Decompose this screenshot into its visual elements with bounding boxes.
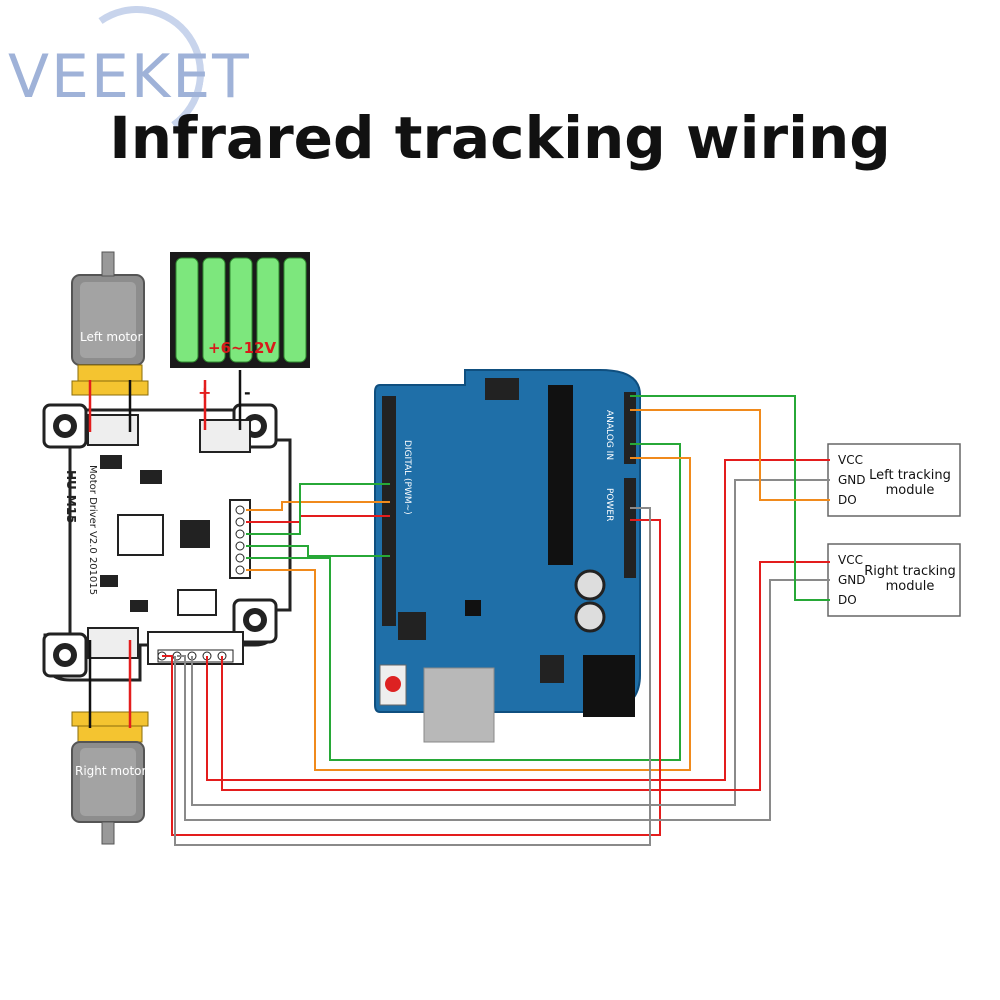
right-tracking-module <box>827 543 961 617</box>
left-module-pin-do: DO <box>838 493 857 507</box>
battery-pack <box>170 252 310 368</box>
left-module-label: Left tracking module <box>865 468 955 498</box>
right-module-pin-do: DO <box>838 593 857 607</box>
right-module-label-line2: module <box>885 579 935 594</box>
right-motor-label: Right motor <box>75 764 147 778</box>
right-motor <box>71 711 149 845</box>
motor-wires <box>88 370 242 728</box>
arduino-power-label: POWER <box>604 488 614 522</box>
left-motor <box>71 251 149 396</box>
arduino-digital-label: DIGITAL (PWM~) <box>402 440 412 515</box>
page-title: Infrared tracking wiring <box>109 104 891 172</box>
right-module-pin-vcc: VCC <box>838 553 863 567</box>
battery-plus-label: + <box>198 383 212 402</box>
battery-minus-label: - <box>244 383 251 402</box>
driver-model-label: HU-M15 <box>64 470 78 524</box>
battery-voltage-label: +6~12V <box>208 339 277 357</box>
left-tracking-module <box>827 443 961 517</box>
driver-name-label: Motor Driver V2.0 201015 <box>87 465 98 596</box>
left-module-label-line2: module <box>885 483 935 498</box>
right-module-label: Right tracking module <box>862 564 958 594</box>
arduino-analog-label: ANALOG IN <box>604 410 614 461</box>
left-motor-label: Left motor <box>80 330 143 344</box>
right-module-label-line1: Right tracking <box>864 564 956 579</box>
left-module-pin-vcc: VCC <box>838 453 863 467</box>
brand-logo: VEEKET <box>8 42 251 112</box>
right-module-pin-gnd: GND <box>838 573 866 587</box>
left-module-pin-gnd: GND <box>838 473 866 487</box>
arduino-board <box>374 369 641 743</box>
signal-wires <box>162 395 830 846</box>
left-module-label-line1: Left tracking <box>869 468 951 483</box>
motor-driver-board <box>42 403 292 682</box>
